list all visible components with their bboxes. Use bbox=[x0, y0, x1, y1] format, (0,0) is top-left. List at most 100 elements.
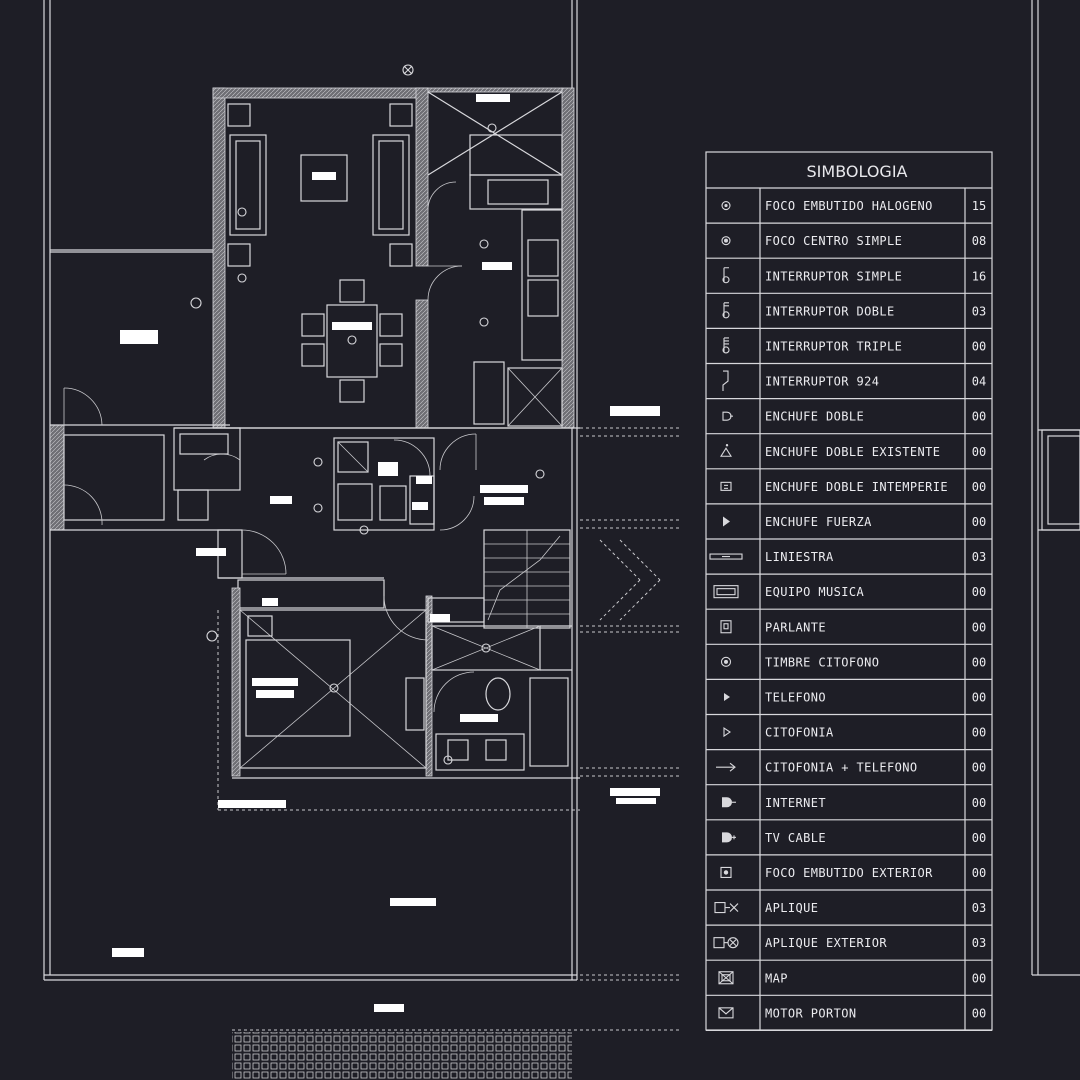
legend-row-label: TIMBRE CITOFONO bbox=[765, 655, 879, 669]
legend-row: INTERNET 00 bbox=[706, 796, 992, 821]
legend-row-count: 04 bbox=[972, 375, 986, 389]
legend-row-label: EQUIPO MUSICA bbox=[765, 585, 864, 599]
legend-row-count: 00 bbox=[972, 866, 986, 880]
legend-row-count: 03 bbox=[972, 304, 986, 318]
halogen-spotlight-icon bbox=[721, 201, 731, 211]
legend-row: APLIQUE EXTERIOR 03 bbox=[706, 936, 992, 961]
legend-row-label: INTERRUPTOR SIMPLE bbox=[765, 269, 902, 283]
legend-row: MOTOR PORTON 00 bbox=[706, 1006, 992, 1032]
map-icon bbox=[718, 971, 734, 985]
legend-row: ENCHUFE DOBLE 00 bbox=[706, 410, 992, 435]
legend-row: APLIQUE 03 bbox=[706, 901, 992, 926]
property-boundary bbox=[43, 0, 1080, 981]
legend-row-label: INTERRUPTOR 924 bbox=[765, 375, 879, 389]
legend-row-count: 00 bbox=[972, 515, 986, 529]
legend-row-label: ENCHUFE DOBLE INTEMPERIE bbox=[765, 480, 948, 494]
legend-row-label: CITOFONIA bbox=[765, 726, 834, 740]
legend-row-count: 08 bbox=[972, 234, 986, 248]
legend-row-count: 03 bbox=[972, 550, 986, 564]
legend-row: EQUIPO MUSICA 00 bbox=[706, 585, 992, 610]
speaker-icon bbox=[720, 620, 732, 634]
legend-row-count: 00 bbox=[972, 971, 986, 985]
gate-motor-icon bbox=[718, 1007, 734, 1019]
legend-row-label: ENCHUFE DOBLE bbox=[765, 410, 864, 424]
internet-icon bbox=[722, 797, 736, 808]
exterior-wall-light-icon bbox=[713, 937, 739, 949]
entrance-porch bbox=[49, 387, 230, 531]
legend-row-label: ENCHUFE DOBLE EXISTENTE bbox=[765, 445, 940, 459]
redacted-labels bbox=[112, 94, 660, 1012]
switch-924-icon bbox=[722, 370, 729, 392]
legend-row: TIMBRE CITOFONO 00 bbox=[706, 655, 992, 681]
legend-row-count: 00 bbox=[972, 655, 986, 669]
legend-row: TV CABLE 00 bbox=[706, 831, 992, 856]
intercom-bell-icon bbox=[720, 656, 732, 667]
intercom-phone-icon bbox=[716, 762, 736, 772]
legend-row-label: TV CABLE bbox=[765, 831, 826, 845]
legend-row-label: CITOFONIA + TELEFONO bbox=[765, 761, 918, 775]
legend-row-count: 00 bbox=[972, 1006, 986, 1020]
linear-light-icon bbox=[709, 553, 743, 560]
legend-row-count: 00 bbox=[972, 585, 986, 599]
middle-block bbox=[173, 427, 680, 633]
legend-row-label: FOCO EMBUTIDO HALOGENO bbox=[765, 199, 933, 213]
legend-row-count: 00 bbox=[972, 726, 986, 740]
ceiling-light-icon bbox=[721, 236, 731, 246]
legend-row-count: 00 bbox=[972, 410, 986, 424]
legend-row: CITOFONIA 00 bbox=[706, 726, 992, 751]
legend-row-count: 00 bbox=[972, 480, 986, 494]
legend-row-count: 00 bbox=[972, 445, 986, 459]
legend-row-label: INTERNET bbox=[765, 796, 826, 810]
legend-row-label: FOCO EMBUTIDO EXTERIOR bbox=[765, 866, 933, 880]
legend-row-label: APLIQUE bbox=[765, 901, 818, 915]
legend-row-label: TELEFONO bbox=[765, 690, 826, 704]
power-outlet-icon bbox=[723, 516, 730, 527]
legend-row-count: 00 bbox=[972, 796, 986, 810]
existing-outlet-icon bbox=[720, 444, 732, 457]
outdoor-outlet-icon bbox=[720, 481, 732, 491]
legend-row: FOCO CENTRO SIMPLE 08 bbox=[706, 234, 992, 259]
legend-row-label: PARLANTE bbox=[765, 620, 826, 634]
legend-row-count: 00 bbox=[972, 831, 986, 845]
electrical-symbols bbox=[190, 64, 545, 765]
bedroom-block bbox=[217, 430, 680, 811]
music-equipment-icon bbox=[713, 585, 739, 599]
legend-row: INTERRUPTOR 924 04 bbox=[706, 370, 992, 400]
legend-row-label: FOCO CENTRO SIMPLE bbox=[765, 234, 902, 248]
tv-cable-icon bbox=[722, 832, 736, 843]
legend-row: ENCHUFE DOBLE EXISTENTE 00 bbox=[706, 444, 992, 470]
legend-row-count: 03 bbox=[972, 901, 986, 915]
wall-light-icon bbox=[714, 901, 739, 914]
legend-row: FOCO EMBUTIDO EXTERIOR 00 bbox=[706, 866, 992, 891]
legend-row-label: INTERRUPTOR DOBLE bbox=[765, 304, 895, 318]
legend-row-label: MOTOR PORTON bbox=[765, 1006, 857, 1020]
legend-row-count: 15 bbox=[972, 199, 986, 213]
legend-row-count: 00 bbox=[972, 620, 986, 634]
living-dining-block bbox=[212, 87, 575, 429]
exterior-spotlight-icon bbox=[720, 866, 732, 879]
legend-row-label: ENCHUFE FUERZA bbox=[765, 515, 872, 529]
legend-row: ENCHUFE FUERZA 00 bbox=[706, 515, 992, 540]
legend-row-count: 03 bbox=[972, 936, 986, 950]
legend-row-label: LINIESTRA bbox=[765, 550, 834, 564]
legend-row: PARLANTE 00 bbox=[706, 620, 992, 645]
legend-row: INTERRUPTOR DOBLE 03 bbox=[706, 302, 992, 329]
legend-row-label: MAP bbox=[765, 971, 788, 985]
legend-row: FOCO EMBUTIDO HALOGENO 15 bbox=[706, 199, 992, 224]
legend-row: MAP 00 bbox=[706, 971, 992, 996]
paving-grid bbox=[232, 1029, 680, 1080]
single-switch-icon bbox=[722, 267, 730, 284]
legend-row-count: 00 bbox=[972, 339, 986, 353]
intercom-icon bbox=[723, 727, 731, 738]
double-outlet-icon bbox=[722, 411, 733, 421]
telephone-icon bbox=[724, 692, 730, 701]
legend-row-label: APLIQUE EXTERIOR bbox=[765, 936, 887, 950]
triple-switch-icon bbox=[722, 337, 730, 354]
